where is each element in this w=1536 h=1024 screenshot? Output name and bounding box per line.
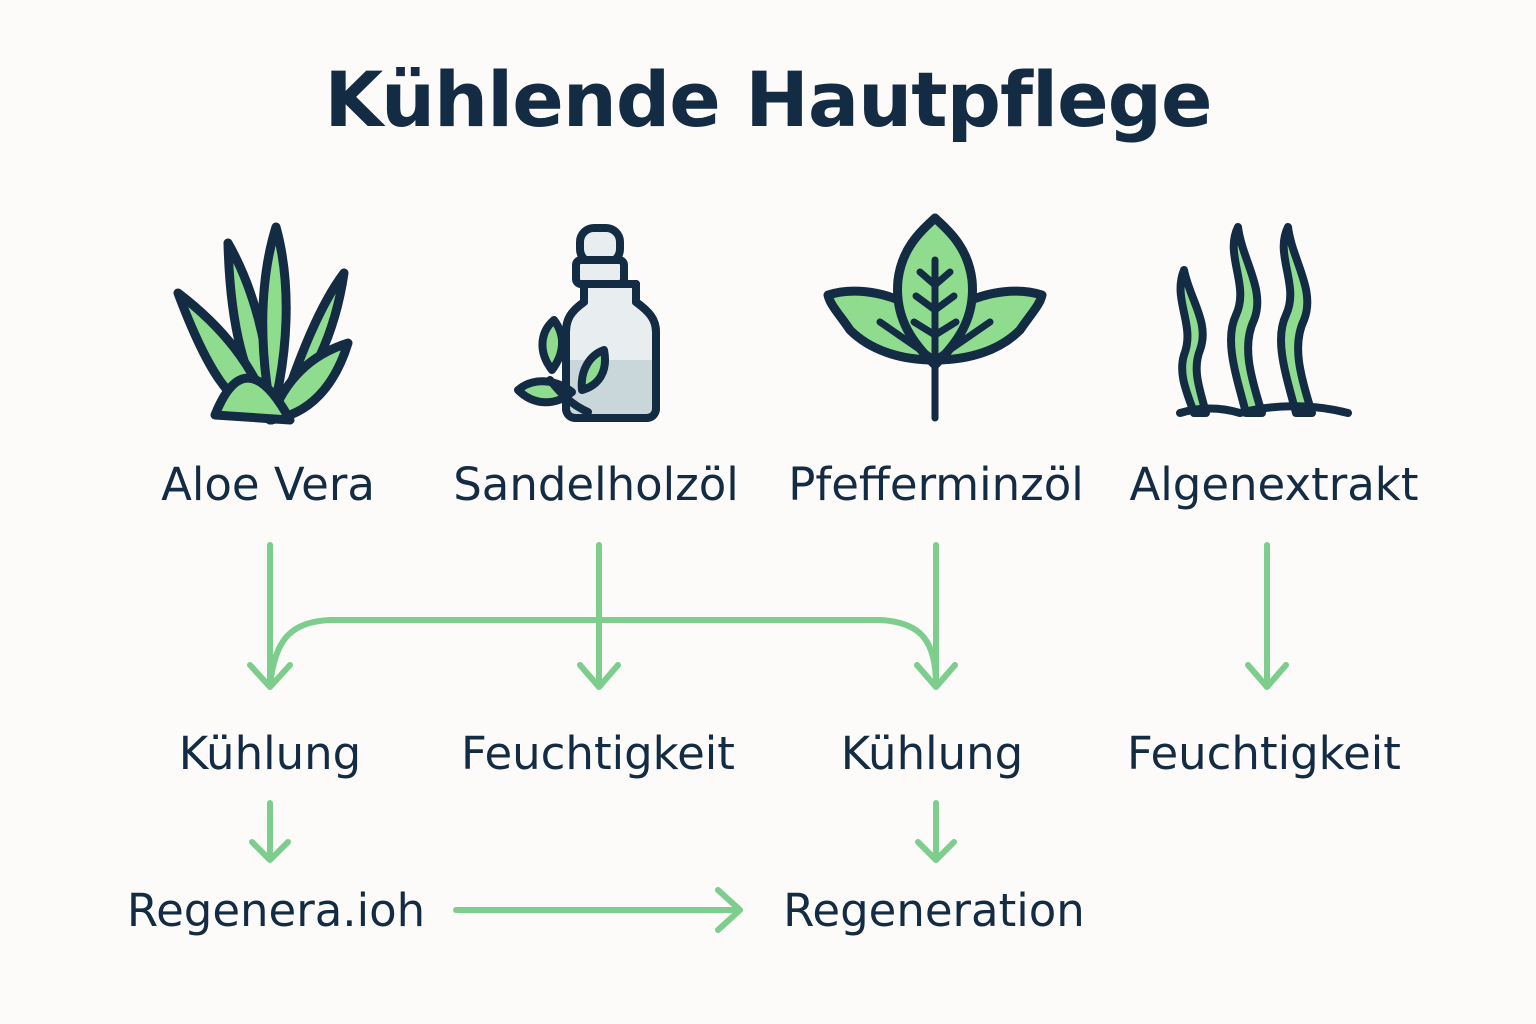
- seaweed-icon: [1176, 223, 1352, 417]
- arrow-regeneration-horizontal: [453, 887, 743, 933]
- effect-label-feuchtigkeit-1: Feuchtigkeit: [461, 727, 735, 780]
- ingredient-label-algenextrakt: Algenextrakt: [1129, 458, 1419, 511]
- arrowhead-3: [914, 662, 958, 690]
- aloe-vera-icon: [173, 222, 353, 425]
- result-label-1: Regenera.ioh: [126, 884, 426, 937]
- page-title: Kühlende Hautpflege: [324, 55, 1212, 144]
- arrow-kuehlung1-to-regeneration: [249, 800, 291, 863]
- mint-leaf-icon: [823, 213, 1047, 422]
- effect-label-kuehlung-1: Kühlung: [178, 727, 362, 780]
- arrowhead-1: [247, 662, 293, 690]
- ingredient-label-sandelholzoel: Sandelholzöl: [453, 458, 739, 511]
- ingredient-label-aloe-vera: Aloe Vera: [161, 458, 375, 511]
- result-label-2: Regeneration: [783, 884, 1085, 937]
- arrowhead-4: [1245, 662, 1289, 690]
- ingredient-label-pfefferminzoel: Pfefferminzöl: [788, 458, 1084, 511]
- effect-label-kuehlung-2: Kühlung: [840, 727, 1024, 780]
- connector-horizontal-bracket: [267, 617, 939, 688]
- oil-bottle-icon: [514, 224, 660, 422]
- effect-label-feuchtigkeit-2: Feuchtigkeit: [1127, 727, 1401, 780]
- arrowhead-2: [577, 662, 621, 690]
- arrow-kuehlung2-to-regeneration: [915, 800, 957, 863]
